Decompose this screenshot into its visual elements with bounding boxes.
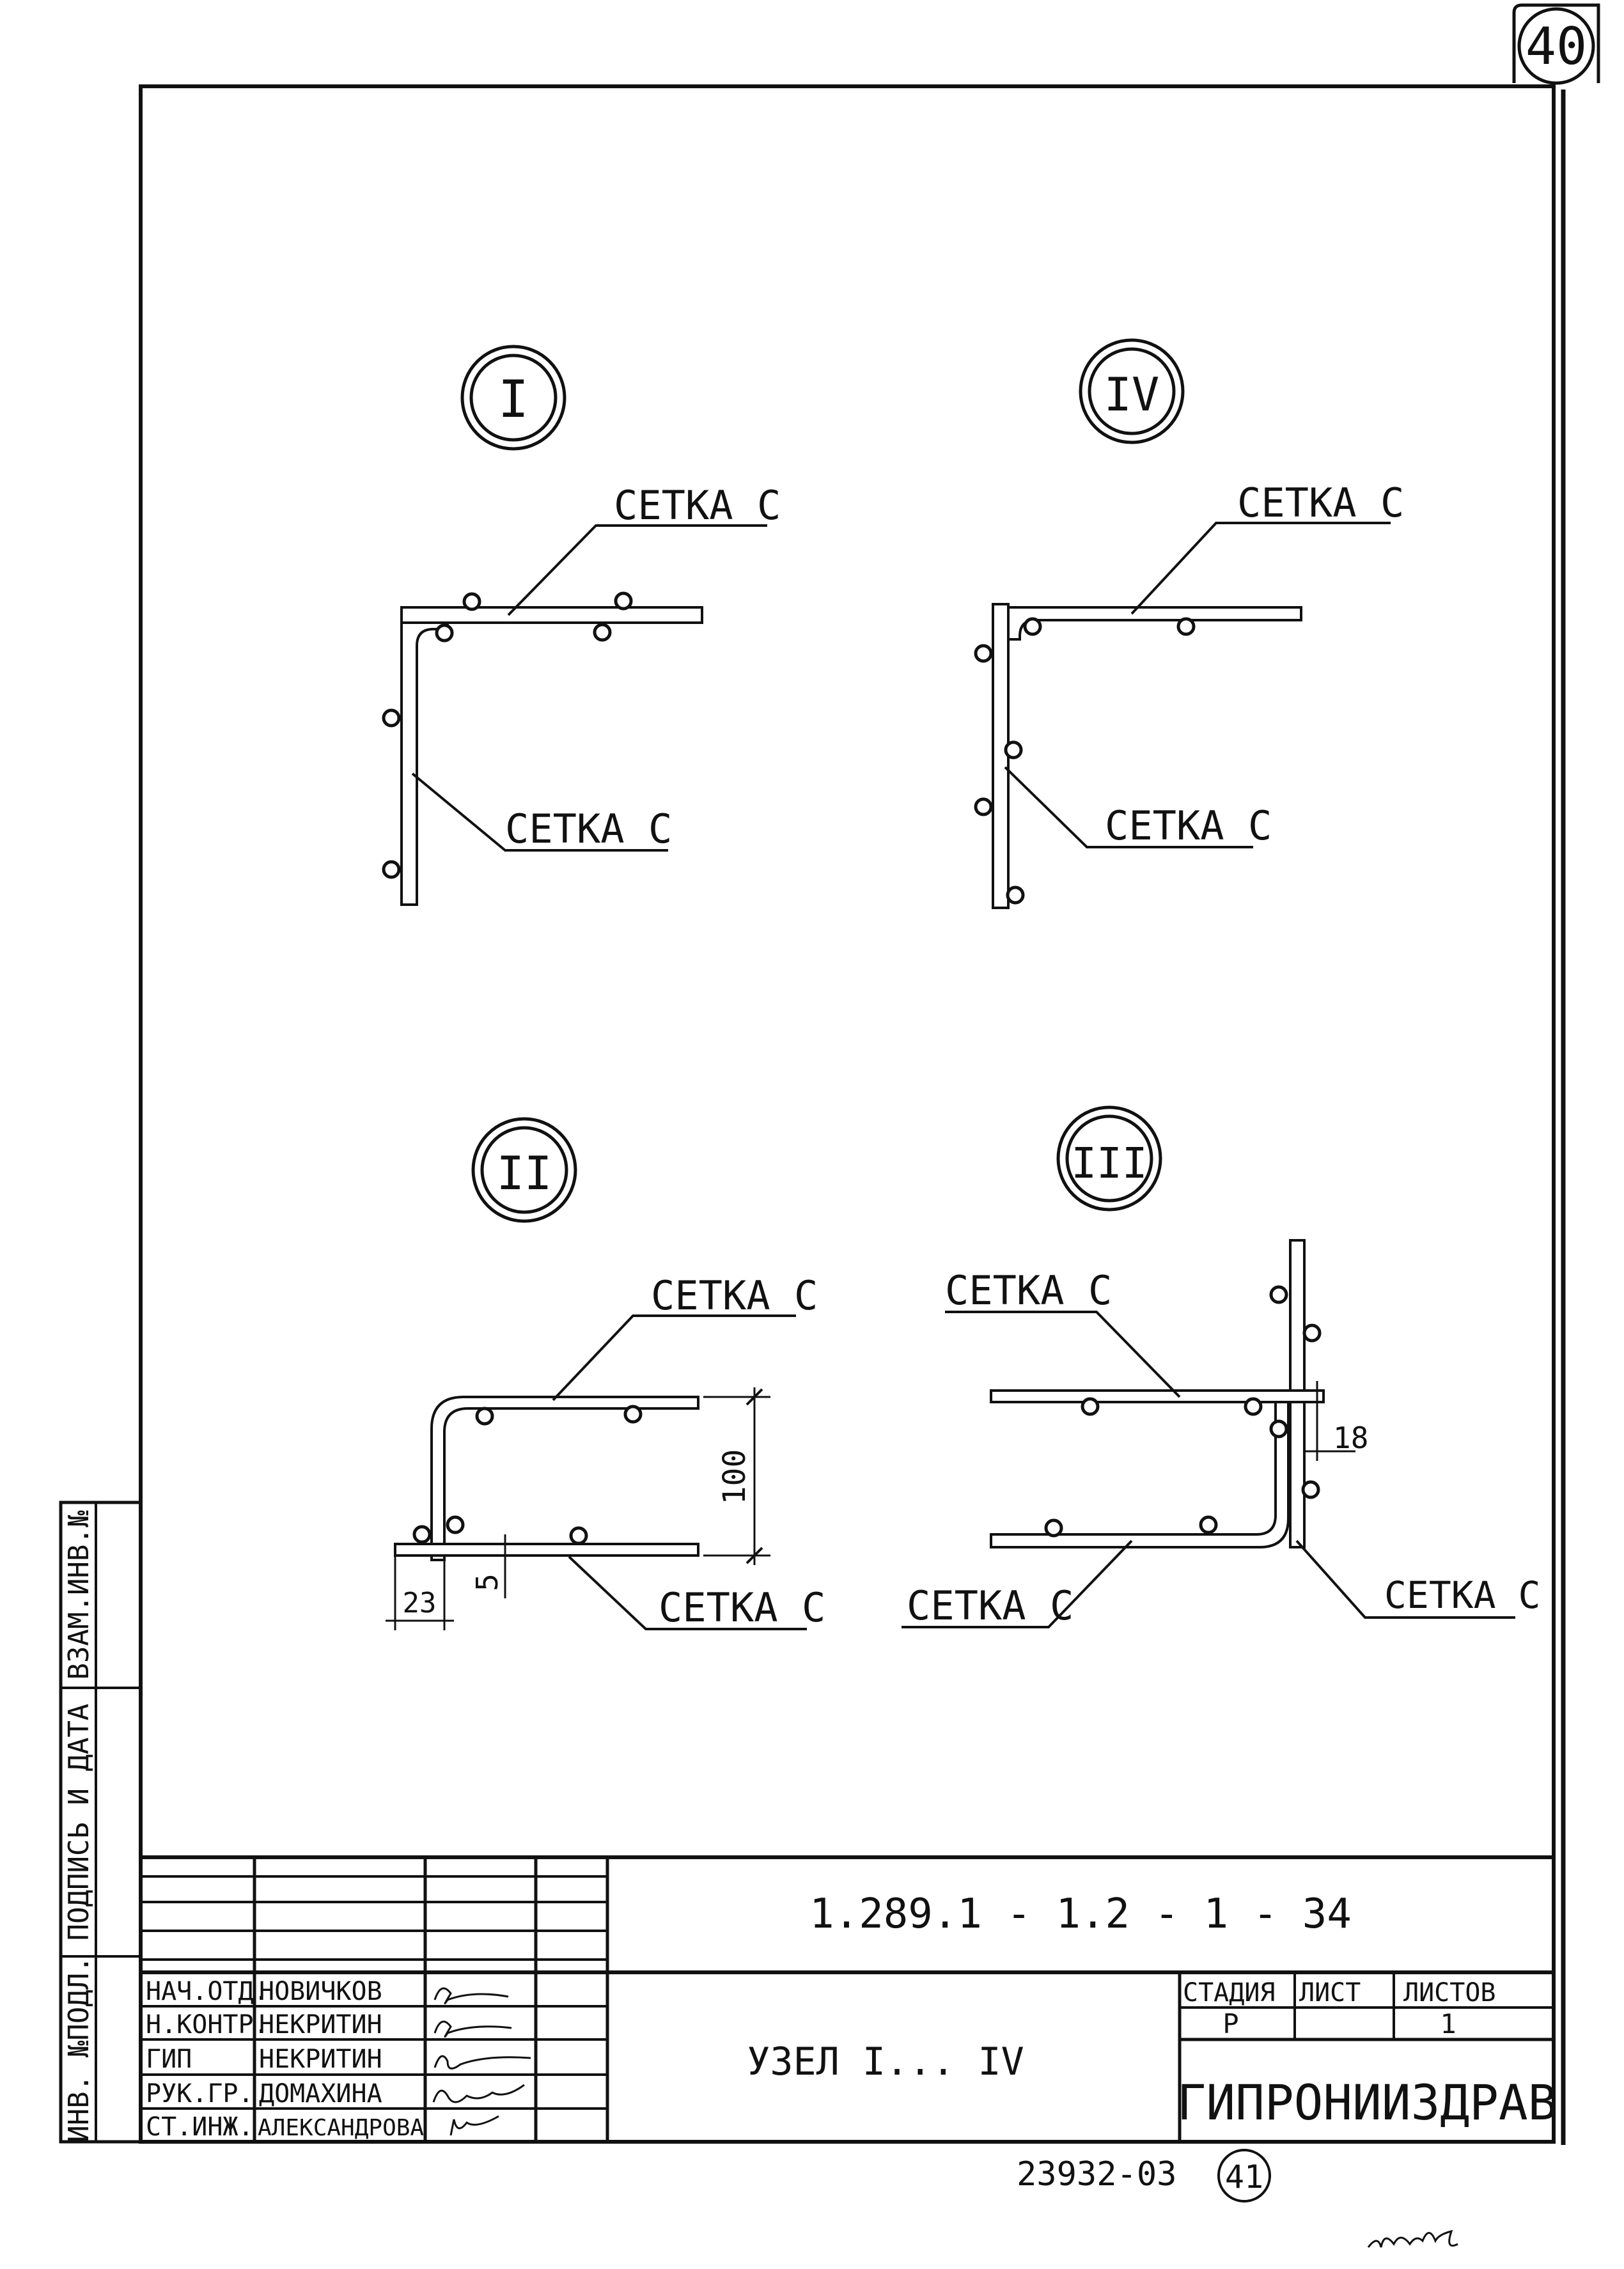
side-stamp: ИНВ. №ПОДЛ. ПОДПИСЬ И ДАТА ВЗАМ.ИНВ.№ [59,1501,143,2144]
detail-IV-label-bottom: СЕТКА С [1105,802,1272,849]
title-block: 1.289.1 - 1.2 - 1 - 34 УЗЕЛ I... IV НАЧ.… [141,1855,1558,2142]
detail-IV-roman: IV [1104,368,1160,421]
sheet-number: 40 [1526,17,1587,76]
name-1: НОВИЧКОВ [259,1977,382,2006]
name-3: НЕКРИТИН [259,2045,382,2074]
detail-I-label-bottom: СЕТКА С [505,806,672,852]
detail-II-dim-23: 23 [403,1587,437,1619]
role-1: НАЧ.ОТД. [146,1977,269,2006]
detail-II-dim-100: 100 [717,1449,753,1505]
detail-II-roman: II [497,1146,552,1200]
side-stamp-vzam-inv: ВЗАМ.ИНВ.№ [63,1510,95,1680]
sheets-header: ЛИСТОВ [1403,1978,1496,2008]
sheet-number-badge: 40 [1512,3,1600,85]
document-code: 1.289.1 - 1.2 - 1 - 34 [809,1891,1352,1938]
role-4: РУК.ГР. [146,2079,254,2109]
detail-III-label-bottom-left: СЕТКА С [907,1582,1074,1629]
organization: ГИПРОНИИЗДРАВ [1177,2074,1558,2131]
role-2: Н.КОНТР. [146,2010,269,2039]
page-number-circled: 41 [1225,2158,1263,2195]
detail-IV-label-top: СЕТКА С [1237,480,1404,526]
detail-III-label-top: СЕТКА С [945,1267,1112,1314]
sheet-header: ЛИСТ [1299,1978,1361,2008]
role-5: СТ.ИНЖ. [146,2112,254,2142]
detail-I: I СЕТКА С СЕТКА С [382,345,781,906]
signatures [432,1987,531,2136]
sheets-value: 1 [1440,2008,1456,2039]
detail-IV: IV СЕТКА С СЕТКА С [974,338,1404,909]
detail-I-label-top: СЕТКА С [614,482,781,529]
detail-II-dim-5: 5 [470,1573,504,1591]
drawing-frame [139,84,1556,2144]
stage-header: СТАДИЯ [1183,1978,1276,2008]
name-2: НЕКРИТИН [259,2010,382,2039]
name-4: ДОМАХИНА [259,2079,382,2109]
detail-III-label-bottom-right: СЕТКА С [1384,1573,1540,1617]
detail-I-roman: I [498,370,529,429]
stage-value: Р [1222,2008,1238,2039]
name-5: АЛЕКСАНДРОВА [258,2115,424,2141]
detail-III-dim-18: 18 [1333,1421,1368,1455]
archive-number: 23932-03 [1017,2155,1176,2194]
drawing-title: УЗЕЛ I... IV [747,2039,1024,2084]
detail-III-roman: III [1071,1139,1147,1188]
detail-II-label-top: СЕТКА С [651,1272,818,1319]
side-stamp-signature-date: ПОДПИСЬ И ДАТА [63,1704,95,1941]
detail-III: III СЕТКА С СЕТКА С СЕТКА С 18 [902,1105,1540,1629]
side-stamp-inv-podl: ИНВ. №ПОДЛ. [63,1956,95,2142]
detail-II-label-bottom: СЕТКА С [659,1584,825,1631]
detail-II: II СЕТКА С СЕТКА С 100 5 23 [386,1117,825,1631]
role-3: ГИП [146,2045,192,2074]
handwritten-mark [1367,2229,1458,2248]
